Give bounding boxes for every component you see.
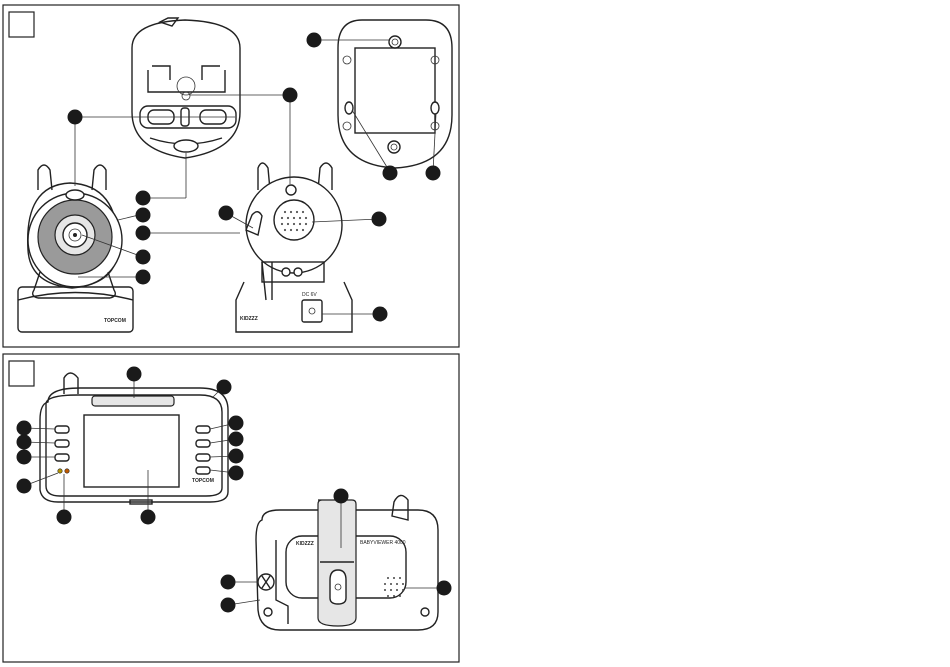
camera-kidzzz-logo: KIDZZZ xyxy=(240,316,258,322)
antenna-icon xyxy=(64,373,78,394)
callout-bullet xyxy=(383,166,398,181)
camera-bottom-view xyxy=(132,18,240,158)
callout-bullet xyxy=(136,250,151,265)
callout-bullet xyxy=(217,380,232,395)
camera-back-view: DC 6V KIDZZZ xyxy=(236,163,352,332)
callout-bullet xyxy=(17,421,32,436)
callout-bullet xyxy=(136,191,151,206)
callout-bullet xyxy=(229,432,244,447)
callout-bullet xyxy=(372,212,387,227)
callout-bullet xyxy=(229,466,244,481)
monitor-back-view: KIDZZZ BABYVIEWER 4000 xyxy=(256,495,438,630)
callout-bullet xyxy=(283,88,298,103)
callout-bullet xyxy=(136,226,151,241)
camera-topcom-logo: TOPCOM xyxy=(104,318,126,324)
callout-bullet xyxy=(57,510,72,525)
belt-clip-icon xyxy=(318,500,356,626)
callout-bullet xyxy=(373,307,388,322)
callout-bullet xyxy=(221,598,236,613)
callout-bullet xyxy=(229,416,244,431)
panel-1-callout-bullets xyxy=(68,33,441,322)
callout-bullet xyxy=(334,489,349,504)
panel-2-callout-lines xyxy=(24,374,444,605)
panel-2-number-box xyxy=(9,361,34,386)
callout-bullet xyxy=(219,206,234,221)
callout-bullet xyxy=(136,270,151,285)
panel-1-callout-lines xyxy=(75,40,436,314)
model-label: BABYVIEWER 4000 xyxy=(360,540,406,546)
monitor-topcom-logo: TOPCOM xyxy=(192,478,214,484)
callout-bullet xyxy=(426,166,441,181)
panel-2-frame xyxy=(3,354,459,662)
callout-bullet xyxy=(307,33,322,48)
camera-front-view: TOPCOM xyxy=(18,165,133,332)
panel-1-number-box xyxy=(9,12,34,37)
callout-bullet xyxy=(17,450,32,465)
callout-bullet xyxy=(221,575,236,590)
dc-socket-label: DC 6V xyxy=(302,292,317,298)
wall-mount-plate xyxy=(338,20,452,168)
callout-bullet xyxy=(136,208,151,223)
callout-bullet xyxy=(127,367,142,382)
callout-bullet xyxy=(17,435,32,450)
monitor-kidzzz-logo: KIDZZZ xyxy=(296,541,314,547)
callout-bullet xyxy=(229,449,244,464)
callout-bullet xyxy=(141,510,156,525)
callout-bullet xyxy=(437,581,452,596)
panel-2-callout-bullets xyxy=(17,367,452,613)
callout-bullet xyxy=(17,479,32,494)
lcd-screen-icon xyxy=(84,415,179,487)
callout-bullet xyxy=(68,110,83,125)
